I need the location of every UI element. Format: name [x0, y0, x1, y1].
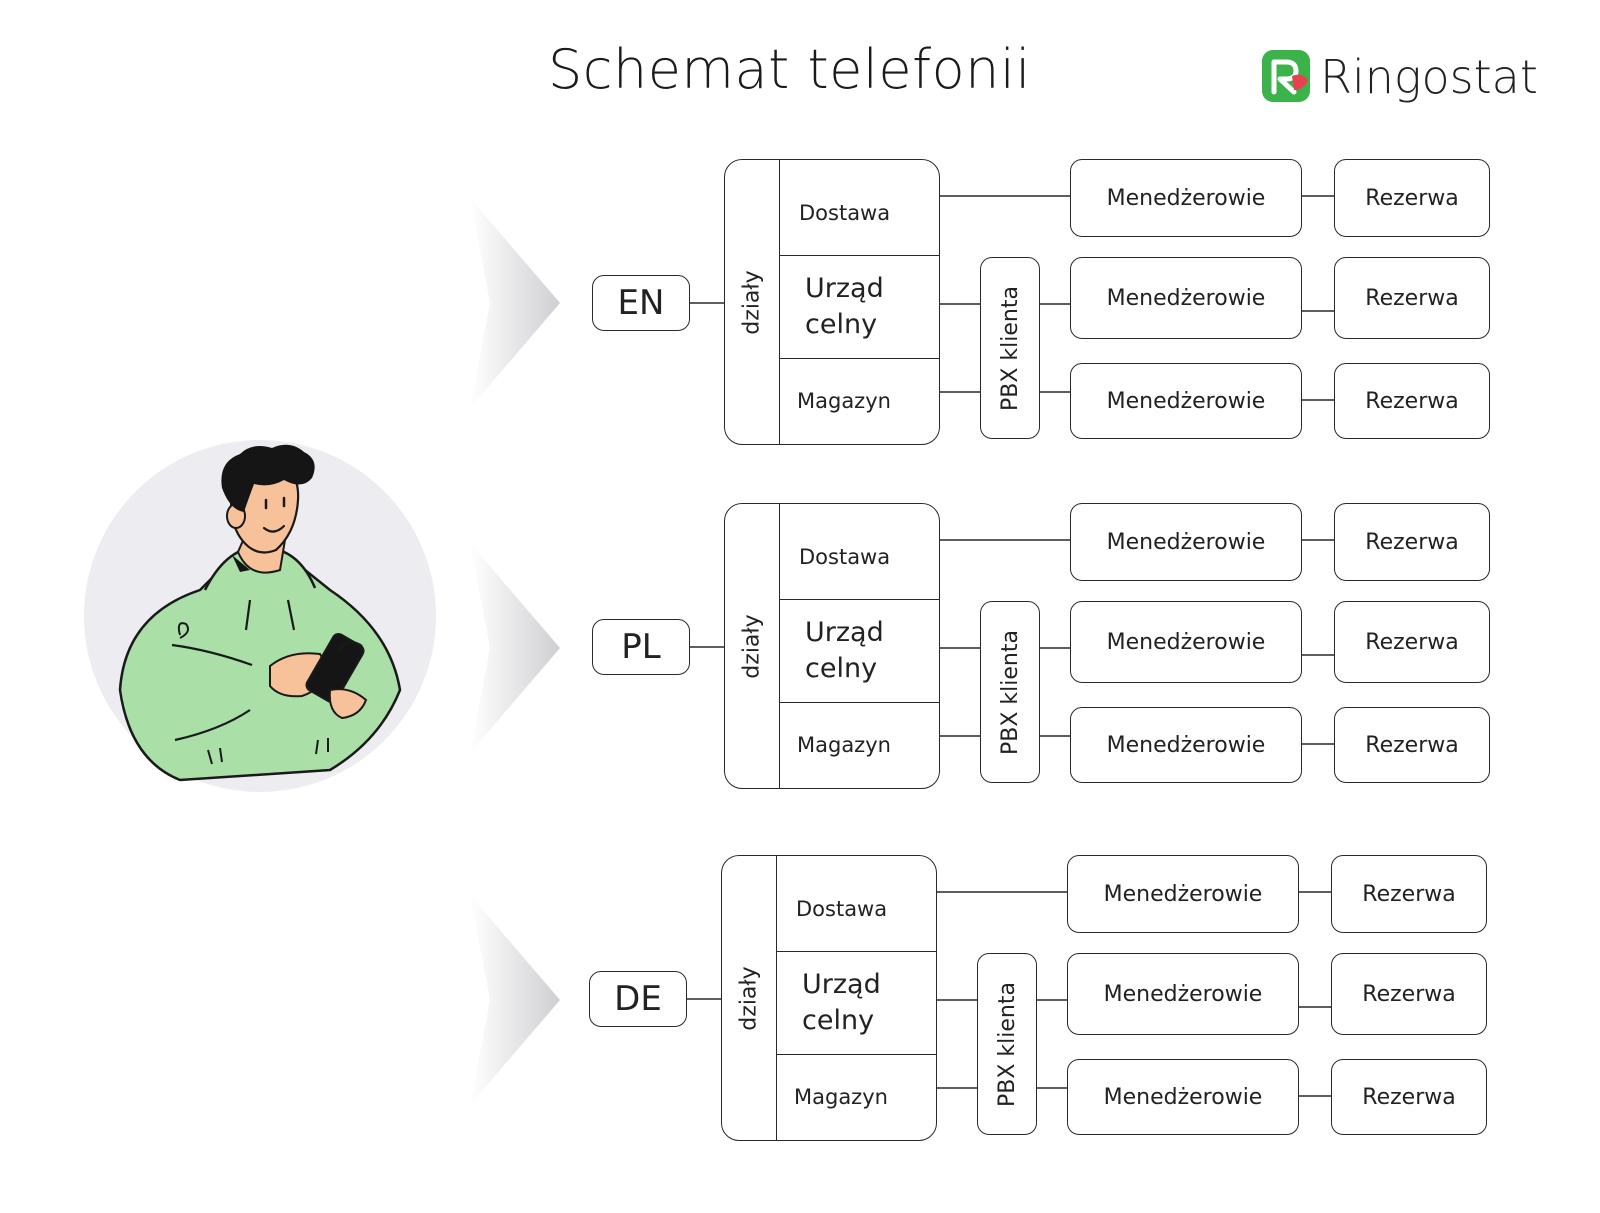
reserve-box: Rezerwa [1334, 159, 1490, 237]
managers-box: Menedżerowie [1070, 257, 1302, 339]
connector-lines [690, 539, 1334, 745]
managers-box: Menedżerowie [1067, 855, 1299, 933]
department-warehouse: Magazyn [797, 733, 891, 757]
managers-box: Menedżerowie [1070, 707, 1302, 783]
departments-group: działy Dostawa Urząd celny Magazyn [724, 159, 940, 445]
managers-box: Menedżerowie [1067, 1059, 1299, 1135]
department-warehouse: Magazyn [797, 389, 891, 413]
reserve-box: Rezerwa [1334, 707, 1490, 783]
chevron-arrow-icon [470, 543, 560, 753]
department-delivery: Dostawa [779, 160, 939, 256]
managers-box: Menedżerowie [1067, 953, 1299, 1035]
connector-lines [690, 195, 1334, 401]
reserve-box: Rezerwa [1334, 363, 1490, 439]
pbx-box: PBX klienta [980, 257, 1040, 439]
brand-name: Ringostat [1320, 50, 1538, 104]
caller-avatar [80, 440, 440, 800]
reserve-box: Rezerwa [1334, 601, 1490, 683]
departments-label: działy [739, 269, 765, 335]
chevron-arrow-icon [470, 895, 560, 1105]
connector-lines [687, 891, 1331, 1097]
department-warehouse: Magazyn [794, 1085, 888, 1109]
pbx-label: PBX klienta [994, 981, 1020, 1107]
departments-group: działy Dostawa Urząd celny Magazyn [724, 503, 940, 789]
department-customs: Urząd celny [779, 600, 939, 703]
page-title: Schemat telefonii [548, 38, 1031, 101]
language-box-de: DE [589, 971, 687, 1027]
managers-box: Menedżerowie [1070, 503, 1302, 581]
managers-box: Menedżerowie [1070, 159, 1302, 237]
managers-box: Menedżerowie [1070, 601, 1302, 683]
reserve-box: Rezerwa [1334, 257, 1490, 339]
branch-de: DE działy Dostawa Urząd celny Magazyn PB… [589, 853, 1509, 1143]
department-delivery: Dostawa [779, 504, 939, 600]
departments-group: działy Dostawa Urząd celny Magazyn [721, 855, 937, 1141]
reserve-box: Rezerwa [1331, 1059, 1487, 1135]
reserve-box: Rezerwa [1331, 855, 1487, 933]
pbx-box: PBX klienta [977, 953, 1037, 1135]
reserve-box: Rezerwa [1334, 503, 1490, 581]
branch-pl: PL działy Dostawa Urząd celny Magazyn PB… [592, 501, 1512, 791]
reserve-box: Rezerwa [1331, 953, 1487, 1035]
managers-box: Menedżerowie [1070, 363, 1302, 439]
brand-logo: Ringostat [1262, 46, 1562, 106]
language-box-en: EN [592, 275, 690, 331]
departments-label: działy [736, 965, 762, 1031]
branch-en: EN działy Dostawa Urząd celny Magazyn PB… [592, 157, 1512, 447]
department-delivery: Dostawa [776, 856, 936, 952]
chevron-arrow-icon [470, 198, 560, 408]
pbx-label: PBX klienta [997, 285, 1023, 411]
person-with-phone-illustration [84, 440, 436, 792]
department-customs: Urząd celny [776, 952, 936, 1055]
pbx-box: PBX klienta [980, 601, 1040, 783]
language-box-pl: PL [592, 619, 690, 675]
department-customs: Urząd celny [779, 256, 939, 359]
pbx-label: PBX klienta [997, 629, 1023, 755]
departments-label: działy [739, 613, 765, 679]
ringostat-logo-icon [1262, 50, 1310, 102]
